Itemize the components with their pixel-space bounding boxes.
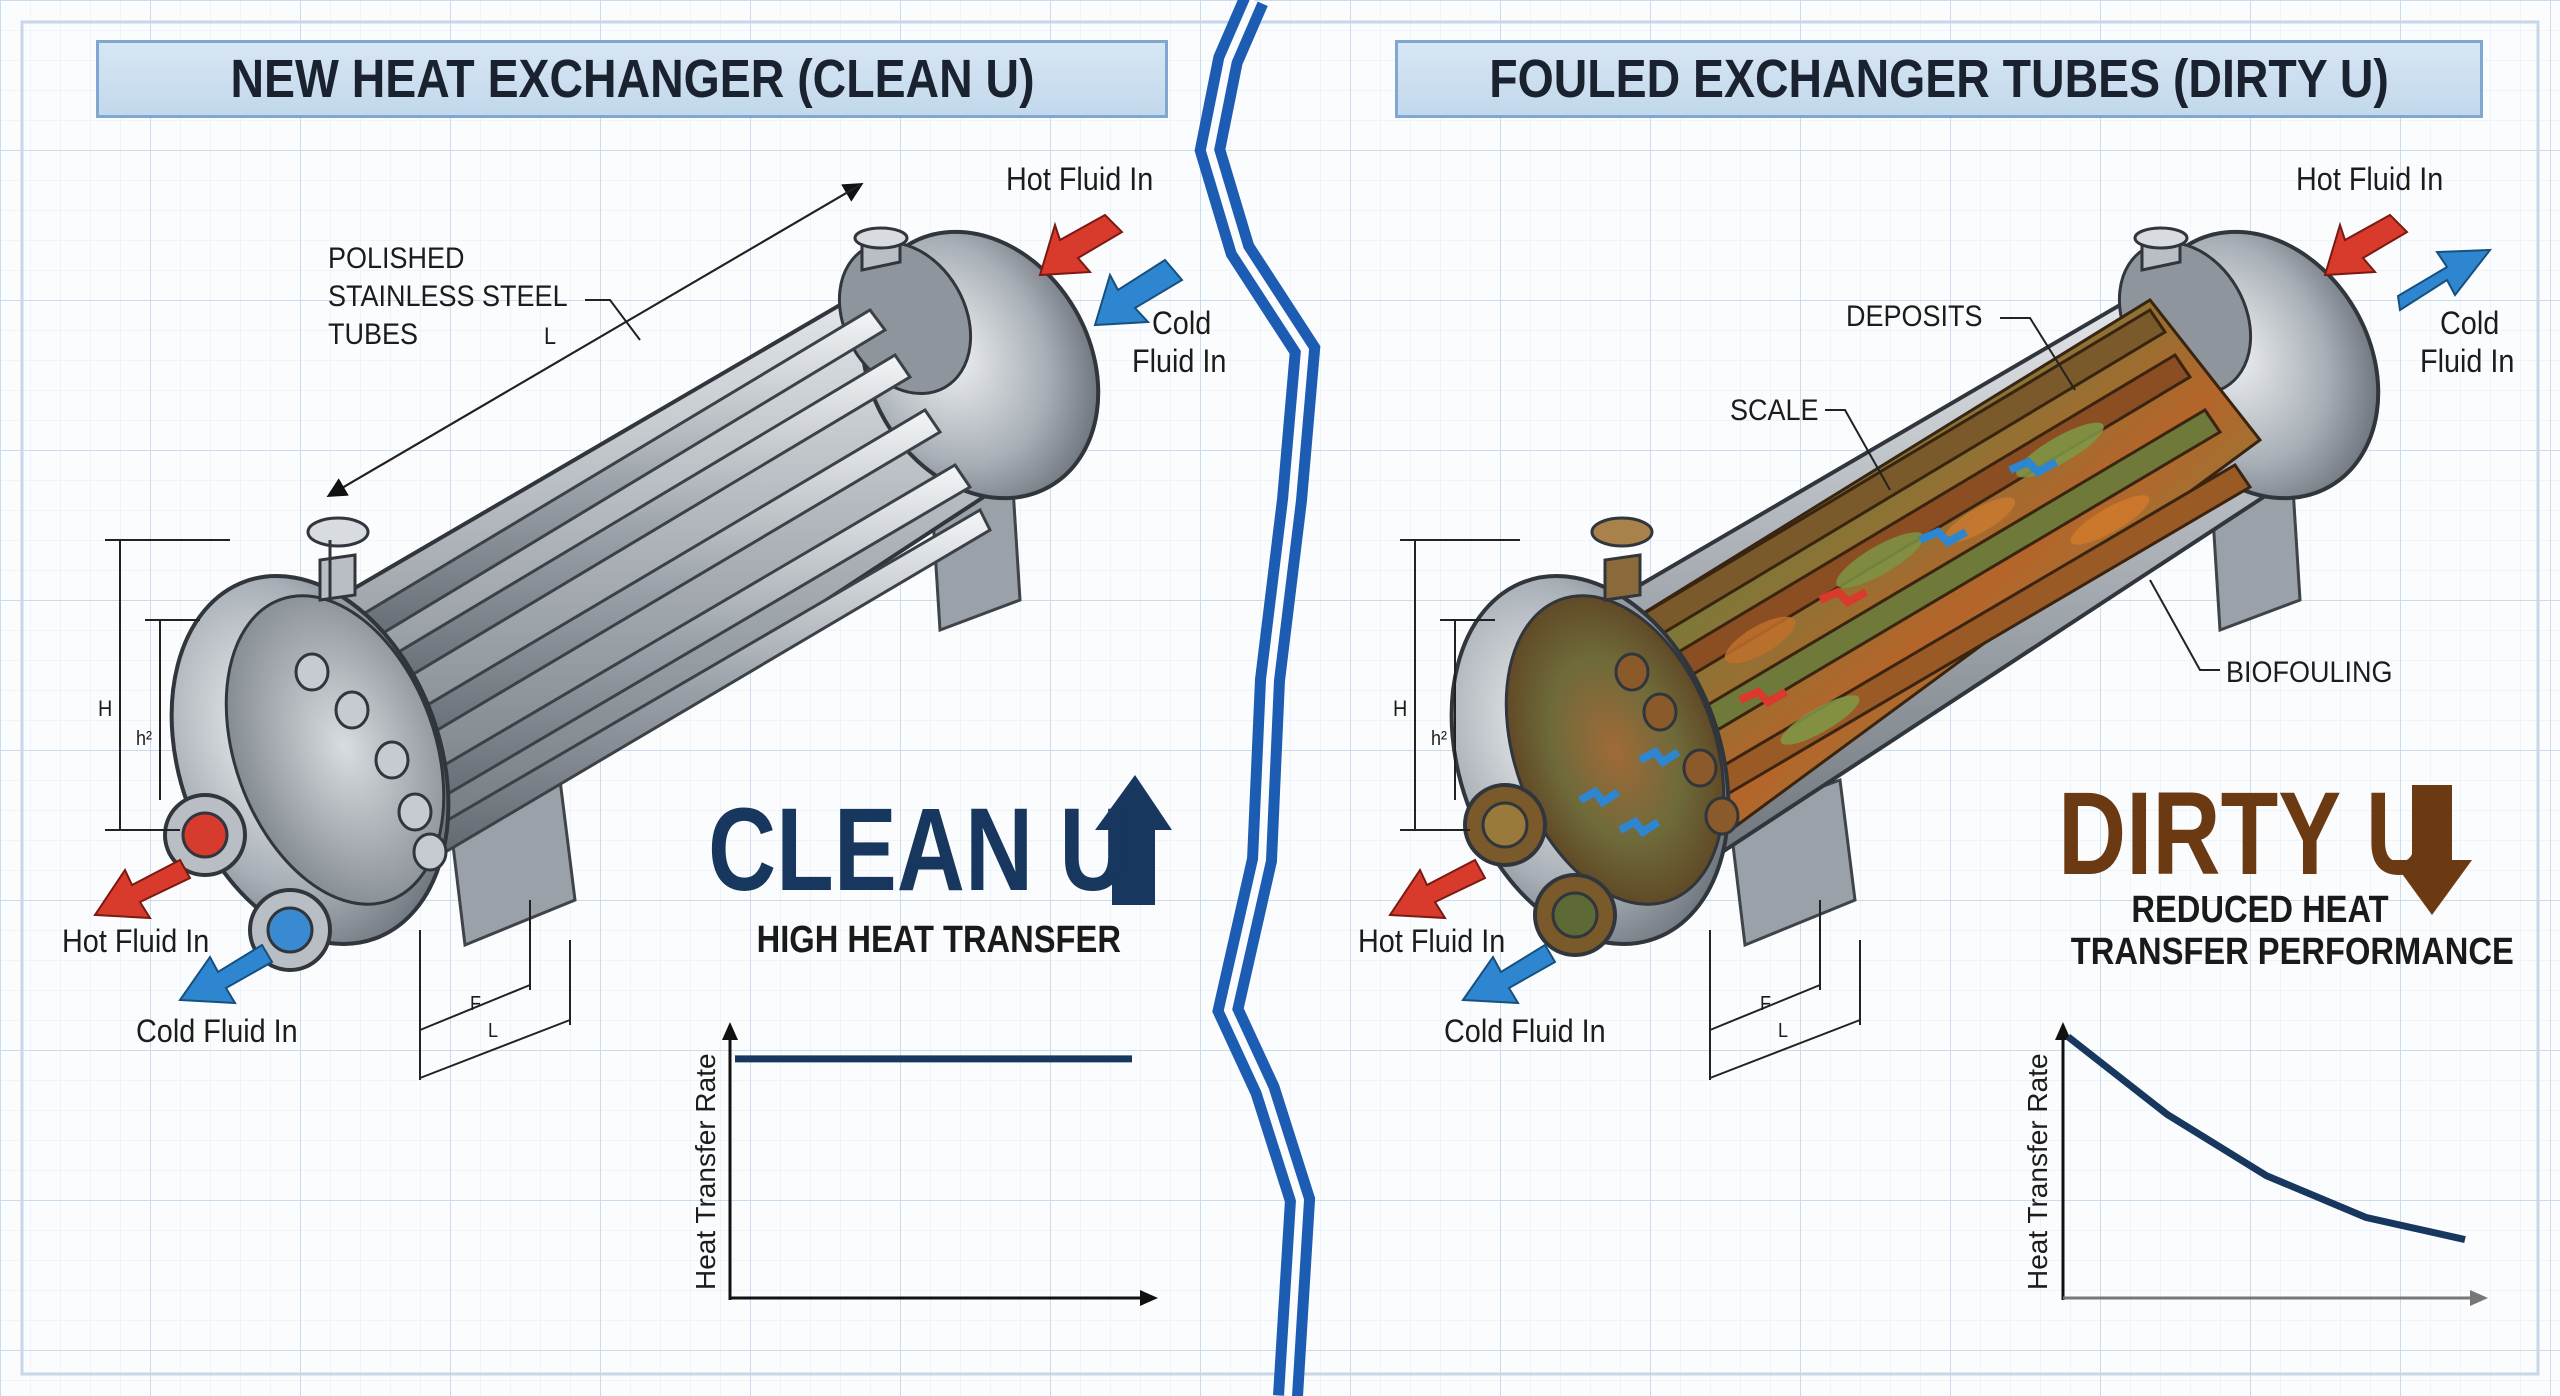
chart-left-ylabel: Heat Transfer Rate (690, 1053, 721, 1290)
label-hot-fluid-in-bottom: Hot Fluid In (62, 923, 210, 959)
dim-F-right: F (1760, 993, 1771, 1015)
dirty-u-subtitle-line2: TRANSFER PERFORMANCE (2070, 931, 2514, 973)
clean-u-subtitle: HIGH HEAT TRANSFER (756, 919, 1121, 961)
title-right: FOULED EXCHANGER TUBES (DIRTY U) (1489, 49, 2389, 109)
label-hot-fluid-in-bottom-right: Hot Fluid In (1358, 923, 1506, 959)
label-cold-top-right-line2: Fluid In (2420, 343, 2515, 379)
dim-F-left: F (470, 993, 481, 1015)
cold-arrow-top-left (1093, 258, 1184, 327)
label-tubes-line1: POLISHED (328, 242, 465, 275)
cold-arrow-top-right (2396, 248, 2493, 312)
title-left: NEW HEAT EXCHANGER (CLEAN U) (229, 49, 1035, 109)
title-banner-left: NEW HEAT EXCHANGER (CLEAN U) (96, 40, 1168, 118)
label-tubes-line2: STAINLESS STEEL (328, 280, 568, 313)
dim-h2-left: h² (136, 728, 153, 750)
label-cold-fluid-in-bottom: Cold Fluid In (136, 1013, 298, 1049)
title-banner-right: FOULED EXCHANGER TUBES (DIRTY U) (1395, 40, 2483, 118)
label-cold-top-line2: Fluid In (1132, 343, 1227, 379)
cold-arrow-bottom-right (1461, 943, 1557, 1005)
dim-L-bottom-right: L (1778, 1020, 1789, 1042)
up-arrow-icon (1095, 775, 1172, 905)
down-arrow-icon (2392, 785, 2472, 915)
cold-arrow-bottom-left (178, 943, 274, 1005)
label-cold-top-right-line1: Cold (2440, 305, 2500, 341)
label-hot-fluid-in-top: Hot Fluid In (1006, 161, 1154, 197)
heat-transfer-chart-dirty (2055, 1022, 2488, 1306)
label-biofouling: BIOFOULING (2226, 656, 2393, 689)
fouled-exchanger (1388, 213, 2493, 1080)
chart-right-x-arrowhead (2470, 1290, 2488, 1306)
chart-left-x-arrowhead (1140, 1290, 1158, 1306)
chart-left-y-arrowhead (722, 1022, 738, 1040)
hot-arrow-top-right (2323, 213, 2409, 277)
hot-arrow-top-left (1038, 213, 1124, 277)
label-cold-top-line1: Cold (1152, 305, 1212, 341)
dirty-u-heading: DIRTY U (2058, 768, 2434, 900)
label-scale: SCALE (1730, 394, 1819, 427)
hot-arrow-bottom-left (93, 858, 192, 920)
label-cold-fluid-in-bottom-right: Cold Fluid In (1444, 1013, 1606, 1049)
dim-L-top: L (544, 323, 557, 350)
dirty-u-subtitle-line1: REDUCED HEAT (2131, 889, 2389, 931)
label-deposits: DEPOSITS (1846, 300, 1983, 333)
dim-H-right: H (1393, 696, 1408, 721)
chart-right-y-arrowhead (2055, 1022, 2071, 1040)
heat-transfer-chart-clean (722, 1022, 1158, 1306)
hot-arrow-bottom-right (1388, 858, 1487, 920)
label-tubes-line3: TUBES (328, 318, 419, 351)
dim-L-bottom-left: L (488, 1020, 499, 1042)
series-line (2065, 1033, 2466, 1244)
label-hot-fluid-in-top-right: Hot Fluid In (2296, 161, 2444, 197)
clean-u-heading: CLEAN U (708, 784, 1128, 916)
dim-h2-right: h² (1431, 728, 1448, 750)
clean-exchanger (93, 182, 1184, 1080)
dim-H-left: H (98, 696, 113, 721)
chart-right-ylabel: Heat Transfer Rate (2022, 1053, 2053, 1290)
